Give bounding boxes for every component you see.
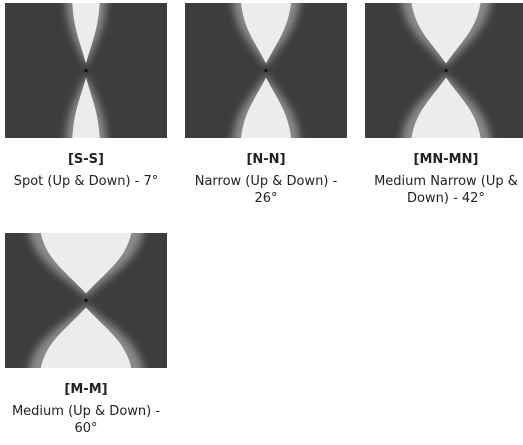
beam-option-code: [S-S] xyxy=(67,152,104,167)
upper-beam-core xyxy=(241,3,291,64)
beam-spread-spot-icon xyxy=(5,3,167,138)
beam-option-tile[interactable]: [N-N] Narrow (Up & Down) - 26° xyxy=(185,3,347,207)
beam-option-description: Medium Narrow (Up & Down) - 42° xyxy=(374,174,518,206)
beam-spread-medium-icon xyxy=(5,233,167,368)
beam-spread-graphic xyxy=(5,3,167,138)
beam-option-tile[interactable]: [S-S] Spot (Up & Down) - 7° xyxy=(5,3,167,190)
light-source-dot xyxy=(264,68,268,73)
lower-beam-core xyxy=(241,77,291,138)
beam-option-code: [M-M] xyxy=(64,382,108,397)
beam-spread-narrow-icon xyxy=(185,3,347,138)
beam-spread-graphic xyxy=(185,3,347,138)
beam-option-tile[interactable]: [MN-MN] Medium Narrow (Up & Down) - 42° xyxy=(365,3,523,207)
lower-beam-core xyxy=(411,77,481,138)
beam-option-description: Spot (Up & Down) - 7° xyxy=(13,174,159,189)
beam-option-description: Medium (Up & Down) - 60° xyxy=(11,404,161,436)
light-source-dot xyxy=(84,68,88,73)
upper-beam-core xyxy=(40,233,132,294)
upper-beam-core xyxy=(411,3,481,64)
beam-option-code: [N-N] xyxy=(246,152,286,167)
light-source-dot xyxy=(84,298,88,303)
beam-option-code: [MN-MN] xyxy=(413,152,479,167)
beam-spread-graphic xyxy=(5,233,167,368)
lower-beam-core xyxy=(72,77,100,138)
beam-spread-medium-narrow-icon xyxy=(365,3,523,138)
light-source-dot xyxy=(444,68,448,73)
beam-option-description: Narrow (Up & Down) - 26° xyxy=(194,174,338,206)
lower-beam-core xyxy=(40,307,132,368)
upper-beam-core xyxy=(72,3,100,64)
beam-option-tile[interactable]: [M-M] Medium (Up & Down) - 60° xyxy=(5,233,167,437)
beam-spread-graphic xyxy=(365,3,523,138)
